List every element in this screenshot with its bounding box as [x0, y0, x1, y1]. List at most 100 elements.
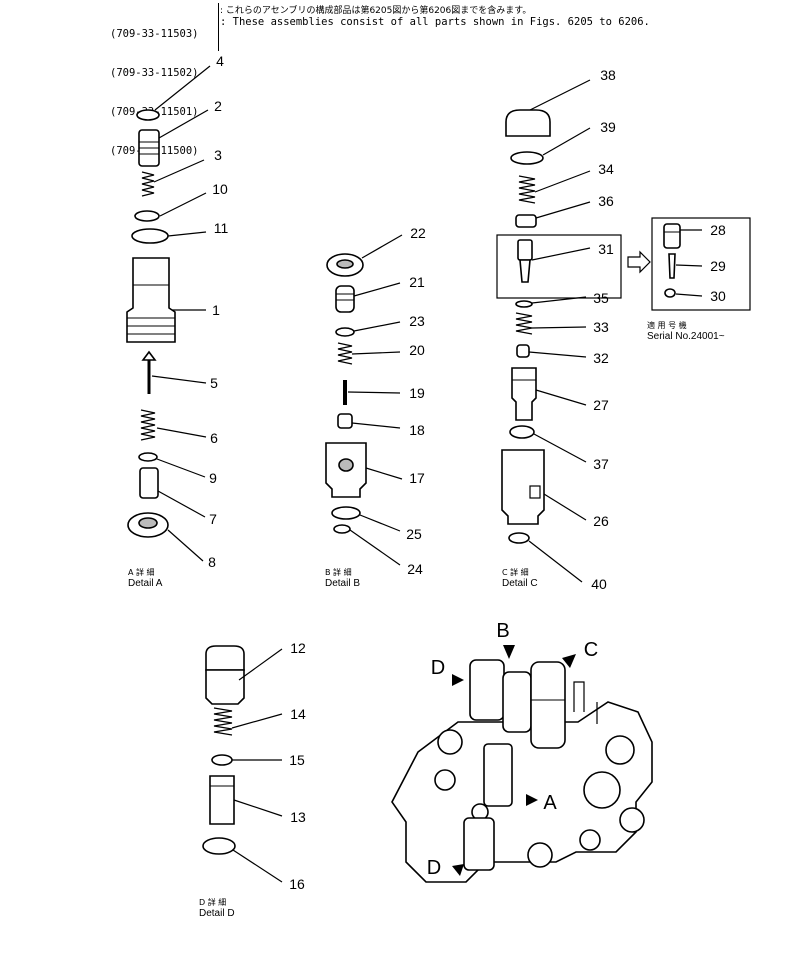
part-number: (709-33-11503) [110, 28, 199, 40]
callout-39: 39 [600, 119, 616, 135]
valve-plug-d-top [469, 659, 505, 721]
view-marker-d-top: D [430, 657, 446, 679]
part-12-cap [205, 645, 245, 671]
callout-19: 19 [409, 385, 425, 401]
valve-plug-b [502, 671, 532, 733]
valve-plug-c [530, 661, 566, 749]
arrow-b-icon [503, 645, 515, 659]
part-18-seat [337, 413, 353, 429]
detail-c-caption: C 詳 細 Detail C [502, 567, 538, 589]
header-bracket [214, 3, 219, 51]
callout-29: 29 [710, 258, 726, 274]
detail-d-en: Detail D [199, 908, 235, 919]
part-37-ring [509, 425, 535, 439]
callout-2: 2 [214, 98, 222, 114]
arrow-a-icon [526, 794, 538, 806]
arrow-d-bottom-icon [452, 864, 464, 876]
callout-3: 3 [214, 147, 222, 163]
part-5-pin-head [141, 350, 157, 361]
part-7-poppet [139, 467, 159, 499]
serial-caption: 適 用 号 機 Serial No.24001~ [647, 320, 725, 342]
arrow-d-top-icon [452, 674, 464, 686]
callout-13: 13 [290, 809, 306, 825]
view-marker-a: A [543, 792, 557, 814]
part-14-spring [213, 707, 233, 736]
part-3-spring [141, 171, 155, 197]
callout-26: 26 [593, 513, 609, 529]
serial-inset-box [651, 217, 751, 311]
arrow-right-icon [627, 250, 651, 274]
part-23-ring [335, 327, 355, 337]
callout-5: 5 [210, 375, 218, 391]
view-marker-d-bottom: D [426, 857, 442, 879]
part-16-ring [202, 837, 236, 855]
serial-jp: 適 用 号 機 [647, 321, 687, 330]
part-28-valve [663, 223, 681, 249]
part-27-sleeve [511, 367, 537, 421]
valve-plug-a [483, 743, 513, 807]
callout-4: 4 [216, 53, 224, 69]
callout-40: 40 [591, 576, 607, 592]
part-38-cap [505, 109, 551, 137]
callout-17: 17 [409, 470, 425, 486]
part-11-ring [131, 228, 169, 244]
leader-lines [151, 65, 703, 883]
detail-d-jp: D 詳 細 [199, 898, 227, 907]
detail-a-parts [126, 109, 176, 538]
detail-c-jp: C 詳 細 [502, 568, 529, 577]
detail-b-caption: B 詳 細 Detail B [325, 567, 360, 589]
part-35-ring [515, 300, 533, 308]
detail-c-en: Detail C [502, 578, 538, 589]
detail-a-caption: A 詳 細 Detail A [128, 567, 162, 589]
arrow-c-icon [562, 654, 576, 668]
callout-30: 30 [710, 288, 726, 304]
callout-1: 1 [212, 302, 220, 318]
callout-36: 36 [598, 193, 614, 209]
callout-12: 12 [290, 640, 306, 656]
note-jp: : これらのアセンブリの構成部品は第6205図から第6206図までを含みます。 [220, 6, 532, 16]
callout-22: 22 [410, 225, 426, 241]
detail-b-en: Detail B [325, 578, 361, 589]
callout-18: 18 [409, 422, 425, 438]
part-39-ring [510, 151, 544, 165]
detail-a-en: Detail A [128, 578, 163, 589]
detail-b-parts [325, 253, 367, 534]
part-1-body [126, 257, 176, 343]
callout-25: 25 [406, 526, 422, 542]
serial-inset [627, 217, 751, 311]
callout-28: 28 [710, 222, 726, 238]
part-31-box [496, 234, 622, 299]
part-29-needle [668, 253, 676, 279]
note-en: : These assemblies consist of all parts … [220, 16, 650, 28]
part-33-spring [515, 312, 533, 335]
part-34-spring [518, 175, 536, 204]
detail-d-parts [202, 645, 245, 855]
callout-6: 6 [210, 430, 218, 446]
part-31-valve [517, 239, 533, 261]
part-13-sleeve [209, 775, 235, 825]
part-number: (709-33-11502) [110, 67, 199, 79]
part-4-ring [136, 109, 160, 121]
callout-35: 35 [593, 290, 609, 306]
serial-en: Serial No.24001~ [647, 331, 725, 342]
part-9-ring [138, 452, 158, 462]
callout-8: 8 [208, 554, 216, 570]
part-15-ring [211, 754, 233, 766]
callout-10: 10 [212, 181, 228, 197]
part-20-spring [337, 342, 353, 365]
callout-24: 24 [407, 561, 423, 577]
part-36-nut [515, 214, 537, 228]
valve-plug-d-bottom [463, 817, 495, 871]
callout-15: 15 [289, 752, 305, 768]
callout-32: 32 [593, 350, 609, 366]
callout-23: 23 [409, 313, 425, 329]
callout-37: 37 [593, 456, 609, 472]
callout-11: 11 [213, 220, 229, 236]
detail-c-parts [496, 109, 622, 544]
callout-20: 20 [409, 342, 425, 358]
callout-34: 34 [598, 161, 614, 177]
part-25-ring [331, 506, 361, 520]
detail-d-caption: D 詳 細 Detail D [199, 897, 235, 919]
part-21-plug [335, 285, 355, 313]
callout-31: 31 [598, 241, 614, 257]
